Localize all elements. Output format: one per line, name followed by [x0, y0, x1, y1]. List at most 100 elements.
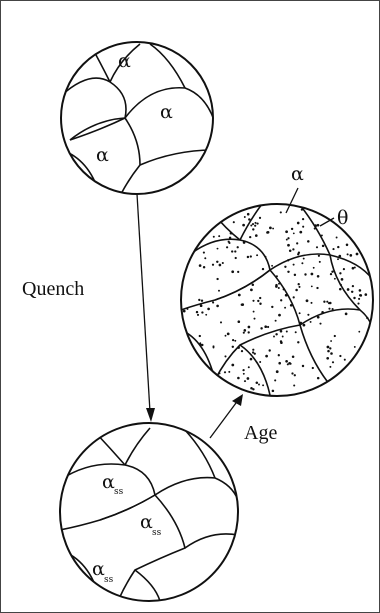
theta-precipitate-dot: [293, 296, 295, 298]
theta-precipitate-dot: [248, 326, 251, 329]
theta-precipitate-dot: [319, 261, 321, 263]
theta-precipitate-dot: [216, 261, 218, 263]
theta-precipitate-dot: [337, 258, 339, 260]
theta-label: θ: [337, 207, 348, 229]
theta-precipitate-dot: [282, 336, 284, 338]
theta-precipitate-dot: [217, 248, 219, 250]
theta-precipitate-dot: [265, 355, 268, 358]
theta-precipitate-dot: [303, 258, 305, 260]
theta-precipitate-dot: [269, 349, 271, 351]
theta-precipitate-dot: [276, 275, 278, 277]
theta-precipitate-dot: [330, 340, 332, 342]
theta-precipitate-dot: [287, 237, 289, 239]
theta-precipitate-dot: [254, 353, 256, 355]
theta-precipitate-dot: [297, 253, 299, 255]
theta-precipitate-dot: [300, 322, 303, 325]
theta-precipitate-dot: [275, 320, 277, 322]
theta-precipitate-dot: [285, 294, 288, 297]
theta-precipitate-dot: [226, 246, 228, 248]
theta-precipitate-dot: [272, 390, 275, 393]
theta-precipitate-dot: [298, 283, 300, 285]
theta-precipitate-dot: [287, 244, 290, 247]
theta-precipitate-dot: [294, 274, 296, 276]
theta-precipitate-dot: [224, 371, 226, 373]
theta-precipitate-dot: [322, 245, 325, 248]
theta-precipitate-dot: [259, 217, 261, 219]
theta-precipitate-dot: [255, 222, 257, 224]
theta-precipitate-dot: [243, 373, 245, 375]
theta-precipitate-dot: [237, 271, 239, 273]
theta-precipitate-dot: [293, 233, 295, 235]
theta-precipitate-dot: [257, 300, 259, 302]
theta-precipitate-dot: [306, 299, 309, 302]
theta-precipitate-dot: [267, 231, 270, 234]
theta-precipitate-dot: [316, 287, 318, 289]
theta-precipitate-dot: [233, 221, 235, 223]
theta-precipitate-dot: [358, 331, 360, 333]
theta-precipitate-dot: [287, 271, 289, 273]
theta-precipitate-dot: [234, 340, 236, 342]
theta-precipitate-dot: [230, 232, 233, 235]
theta-precipitate-dot: [357, 303, 359, 305]
theta-precipitate-dot: [299, 231, 302, 234]
alpha-label: α: [291, 163, 304, 185]
theta-precipitate-dot: [316, 246, 318, 248]
theta-precipitate-dot: [231, 364, 234, 367]
theta-precipitate-dot: [232, 339, 234, 341]
theta-precipitate-dot: [249, 236, 251, 238]
theta-precipitate-dot: [250, 255, 252, 257]
theta-precipitate-dot: [314, 228, 316, 230]
theta-precipitate-dot: [337, 246, 339, 248]
theta-precipitate-dot: [285, 230, 288, 233]
theta-precipitate-dot: [360, 294, 363, 297]
alpha-pointer-line: [286, 188, 298, 213]
age-label: Age: [244, 422, 277, 444]
theta-precipitate-dot: [280, 340, 282, 342]
theta-precipitate-dot: [349, 254, 352, 257]
theta-precipitate-dot: [301, 262, 303, 264]
theta-precipitate-dot: [199, 264, 202, 267]
theta-precipitate-dot: [203, 252, 205, 254]
theta-precipitate-dot: [340, 284, 342, 286]
theta-precipitate-dot: [252, 284, 255, 287]
theta-precipitate-dot: [262, 268, 264, 270]
theta-precipitate-dot: [328, 302, 330, 304]
theta-precipitate-dot: [199, 335, 201, 337]
theta-precipitate-dot: [299, 312, 301, 314]
theta-precipitate-dot: [354, 346, 356, 348]
theta-precipitate-dot: [298, 286, 300, 288]
theta-precipitate-dot: [317, 275, 320, 278]
theta-precipitate-dot: [252, 228, 254, 230]
theta-precipitate-dot: [290, 363, 292, 365]
theta-precipitate-dot: [250, 358, 253, 361]
theta-precipitate-dot: [258, 384, 260, 386]
theta-precipitate-dot: [280, 330, 283, 333]
theta-precipitate-dot: [326, 301, 328, 303]
theta-precipitate-dot: [259, 303, 261, 305]
theta-precipitate-dot: [247, 213, 250, 216]
aged-grain-circle: α θ: [181, 163, 373, 396]
ss-subscript: ss: [114, 487, 124, 497]
theta-precipitate-dot: [302, 365, 304, 367]
theta-precipitate-dot: [339, 355, 341, 357]
theta-precipitate-dot: [295, 289, 298, 292]
theta-precipitate-dot: [242, 224, 245, 227]
theta-precipitate-dot: [262, 384, 264, 386]
theta-precipitate-dot: [231, 270, 234, 273]
theta-precipitate-dot: [248, 218, 250, 220]
theta-precipitate-dot: [243, 332, 245, 334]
theta-precipitate-dot: [319, 323, 321, 325]
theta-precipitate-dot: [278, 283, 280, 285]
quenched-grain-circle: α ss α ss α ss: [60, 423, 238, 601]
theta-precipitate-dot: [303, 324, 306, 327]
theta-precipitate-dot: [213, 236, 215, 238]
ss-subscript: ss: [104, 575, 114, 585]
theta-precipitate-dot: [218, 372, 220, 374]
theta-precipitate-dot: [237, 246, 239, 248]
theta-precipitate-dot: [311, 286, 313, 288]
theta-precipitate-dot: [292, 248, 294, 250]
theta-precipitate-dot: [228, 242, 230, 244]
theta-precipitate-dot: [366, 317, 368, 319]
theta-precipitate-dot: [345, 313, 348, 316]
